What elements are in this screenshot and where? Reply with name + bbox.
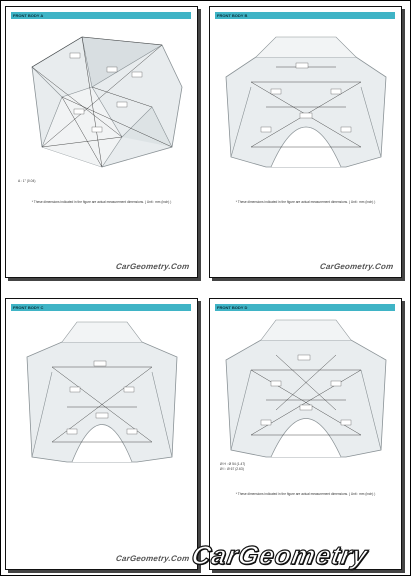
sheet-watermark: CarGeometry.Com: [318, 262, 394, 271]
car-body-diagram: [216, 27, 396, 177]
legend-label: Ø H : Ø 54 (1.47): [220, 462, 246, 466]
sheet-note: * These dimensions indicated in the figu…: [235, 492, 376, 496]
sheet-front-body-a: FRONT BODY A: [5, 6, 198, 278]
sheet-title: FRONT BODY C: [13, 305, 44, 310]
legend-label: A : 1° (0.04): [18, 179, 36, 183]
site-watermark: CarGeometry: [189, 539, 371, 570]
sheet-header: FRONT BODY D: [215, 304, 395, 311]
sheet-header: FRONT BODY A: [11, 12, 191, 19]
sheet-watermark: CarGeometry.Com: [114, 262, 190, 271]
car-body-diagram: [12, 317, 192, 467]
car-body-diagram: [12, 27, 192, 177]
legend-label: Ø I : Ø 67 (2.63): [220, 467, 244, 471]
sheet-front-body-b: FRONT BODY B *: [209, 6, 402, 278]
sheet-note: * These dimensions indicated in the figu…: [235, 200, 376, 204]
sheet-note: * These dimensions indicated in the figu…: [31, 200, 172, 204]
sheet-front-body-c: FRONT BODY C CarGeome: [5, 298, 198, 570]
sheet-watermark: CarGeometry.Com: [114, 554, 190, 563]
sheet-title: FRONT BODY D: [217, 305, 248, 310]
sheet-header: FRONT BODY C: [11, 304, 191, 311]
sheet-header: FRONT BODY B: [215, 12, 395, 19]
sheet-title: FRONT BODY B: [217, 13, 248, 18]
sheet-front-body-d: FRONT BODY D: [209, 298, 402, 570]
sheet-title: FRONT BODY A: [13, 13, 44, 18]
car-body-diagram: [216, 315, 396, 465]
